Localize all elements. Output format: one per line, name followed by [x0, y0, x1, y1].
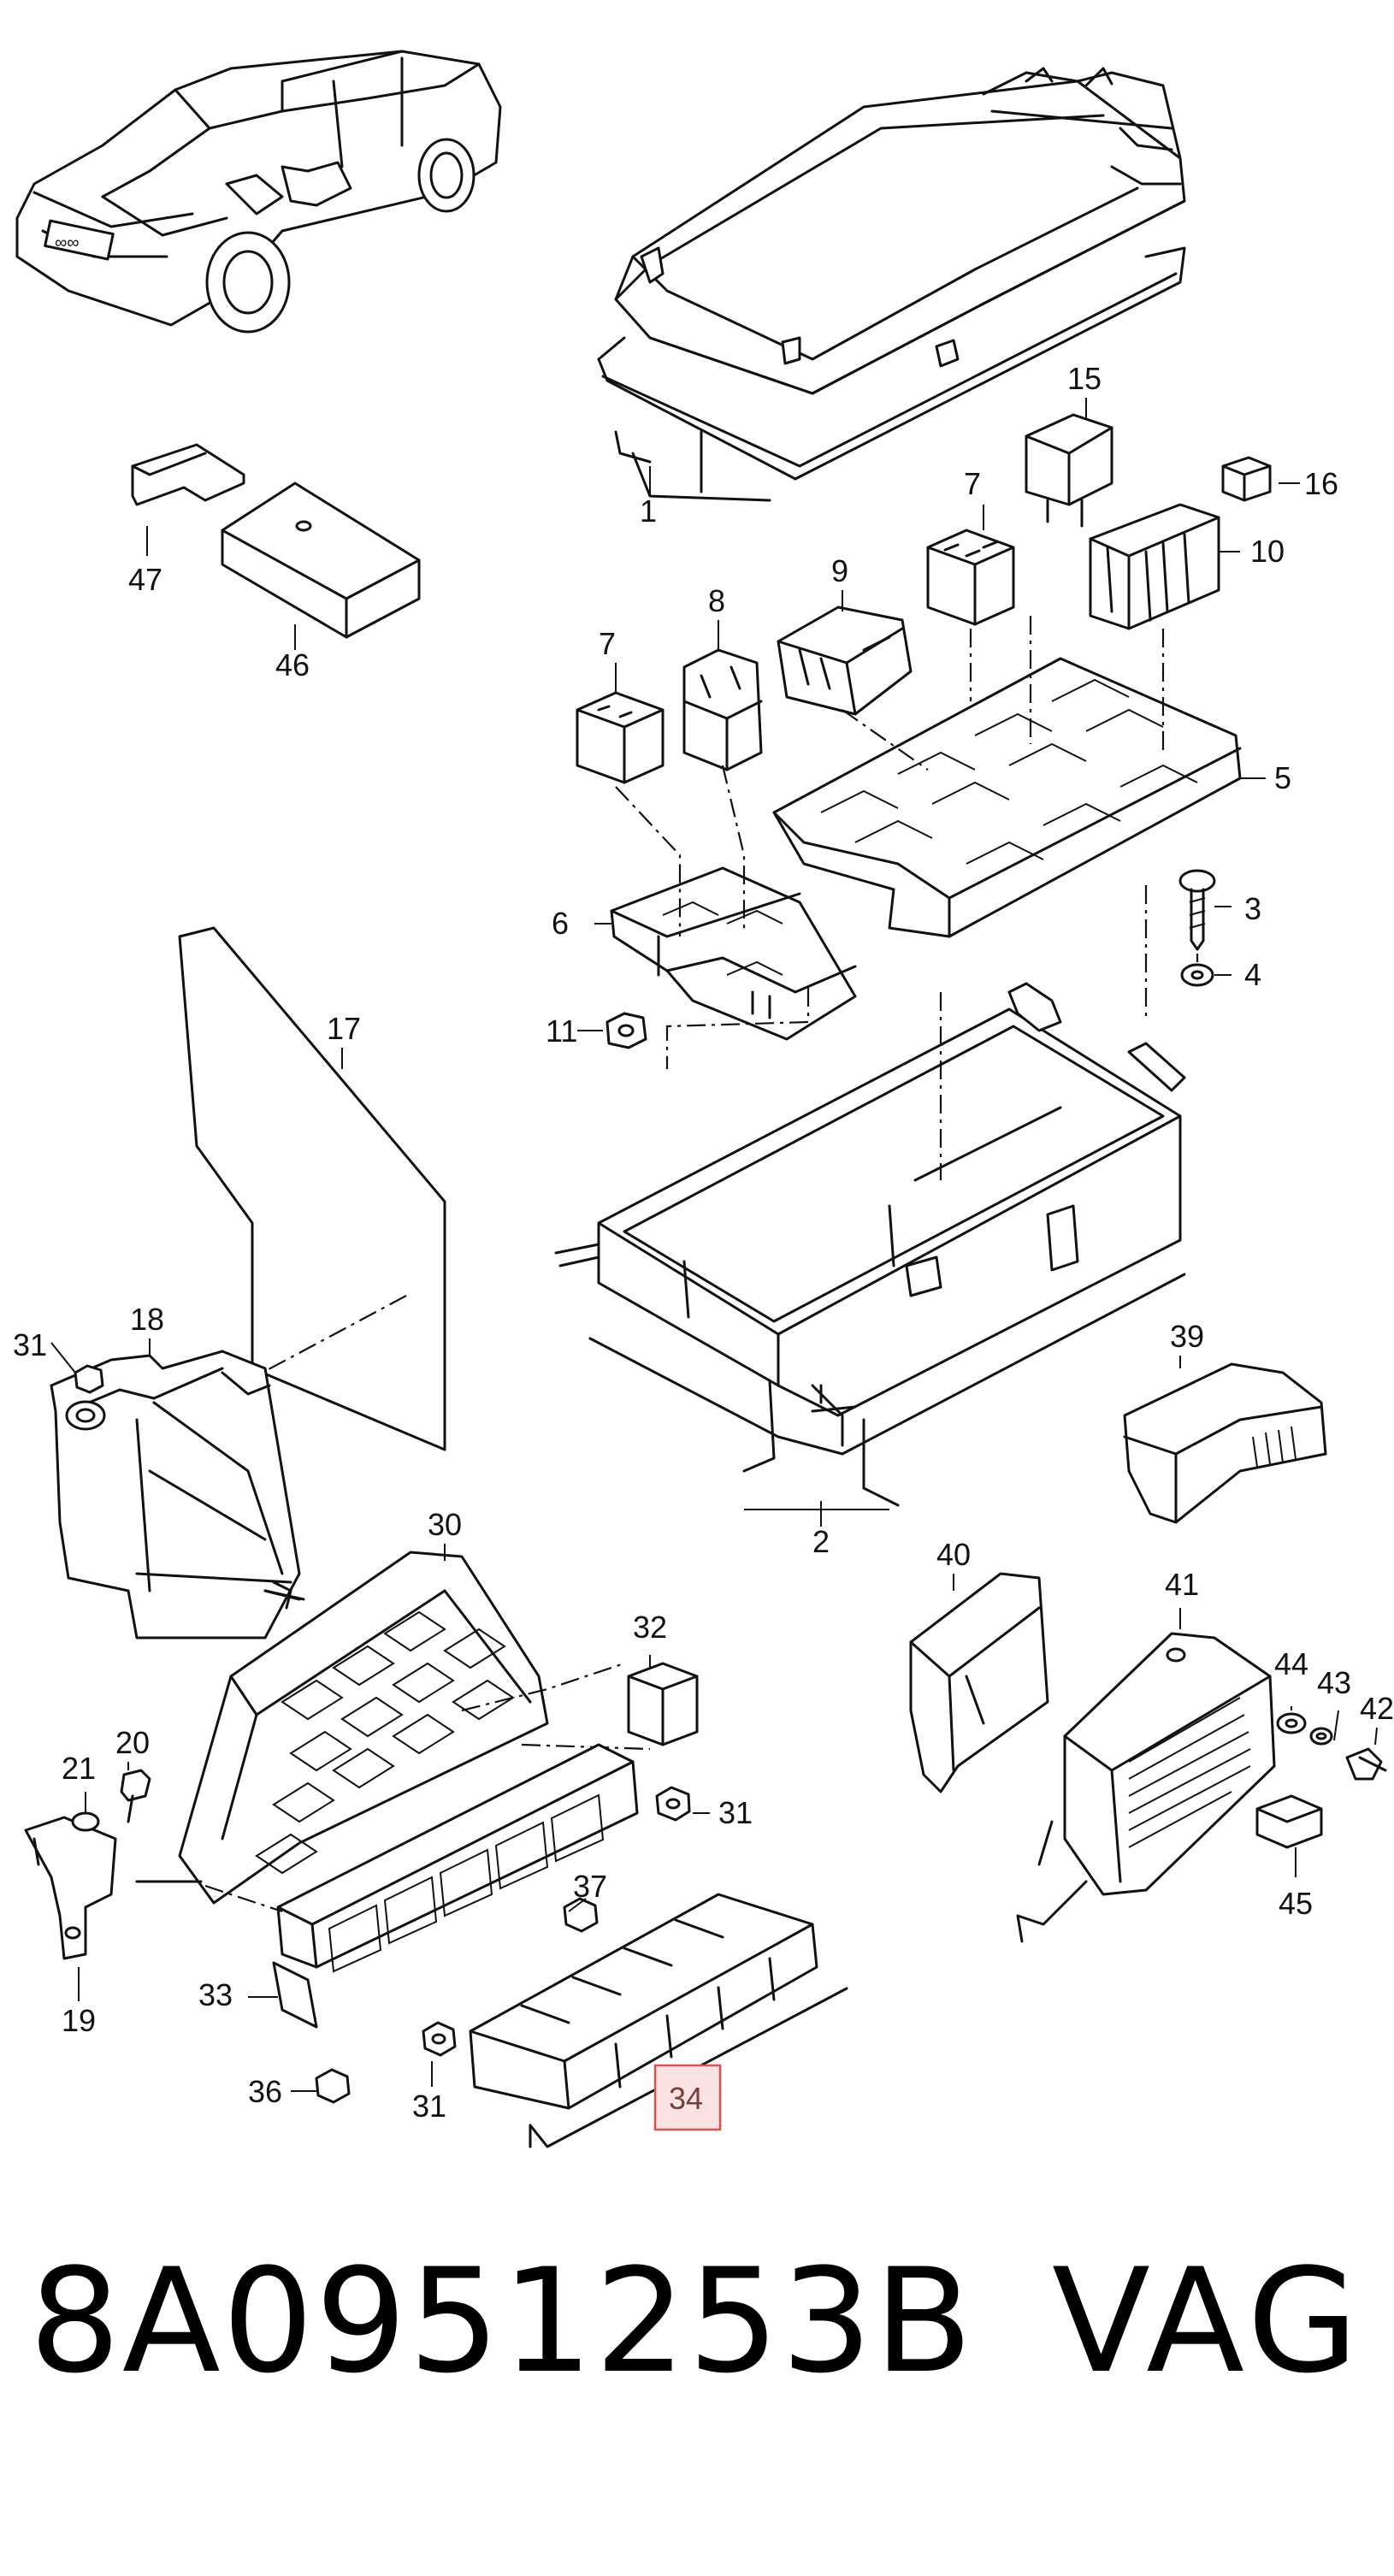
callout-17: 17 [327, 1011, 361, 1046]
callout-7-upper: 7 [964, 466, 981, 501]
callout-31-middle: 31 [718, 1795, 753, 1830]
cover-40 [909, 1572, 1049, 1793]
nut-36 [315, 2068, 351, 2104]
washer-44 [1276, 1712, 1307, 1734]
callout-3: 3 [1244, 891, 1261, 926]
callout-30: 30 [428, 1507, 462, 1542]
car-illustration: ∞∞ [15, 50, 502, 334]
relay-10 [1089, 503, 1220, 630]
nut-11 [605, 1012, 647, 1049]
relay-carrier-5 [772, 616, 1242, 938]
cover-41 [1016, 1632, 1276, 1943]
callout-46: 46 [275, 647, 310, 682]
callout-8: 8 [708, 583, 725, 618]
callout-18: 18 [130, 1302, 164, 1337]
callout-21: 21 [62, 1751, 96, 1786]
callout-42: 42 [1360, 1691, 1394, 1726]
nut-31-upper [74, 1364, 104, 1394]
clip-39 [1123, 1362, 1327, 1524]
relay-7-upper [926, 529, 1015, 626]
part-number-text: 8A0951253B [29, 2237, 975, 2405]
callout-47: 47 [128, 562, 162, 597]
clip-47 [131, 443, 245, 506]
holder-46 [221, 482, 421, 639]
callout-39: 39 [1170, 1319, 1204, 1354]
callout-15: 15 [1067, 361, 1102, 396]
clip-45 [1255, 1794, 1323, 1849]
screw-3 [1178, 869, 1216, 951]
callout-1: 1 [640, 493, 657, 529]
callout-6: 6 [552, 906, 569, 941]
bolt-18 [263, 1589, 305, 1601]
nut-31-lower [422, 2021, 457, 2057]
bracket-18 [50, 1350, 301, 1640]
callout-9: 9 [831, 553, 848, 588]
relay-8 [682, 648, 763, 771]
relay-16 [1221, 456, 1272, 502]
bracket-19 [24, 1816, 117, 1960]
callout-11: 11 [546, 1013, 577, 1049]
screw-20 [120, 1769, 151, 1823]
bolt-42 [1345, 1747, 1387, 1781]
callout-16: 16 [1304, 466, 1338, 501]
relay-row-34 [469, 1893, 848, 2148]
callout-labels: 1 2 3 4 5 6 7 7 8 9 10 11 15 16 17 18 19… [13, 361, 1394, 2131]
callout-32: 32 [633, 1610, 667, 1645]
washer-21 [71, 1811, 100, 1832]
relay-plate-30 [178, 1551, 651, 1905]
callout-33: 33 [198, 1977, 233, 2012]
relay-plate-33 [204, 1743, 639, 2029]
washer-4 [1180, 963, 1214, 987]
relay-32 [627, 1662, 699, 1746]
callout-31-upper: 31 [13, 1327, 47, 1362]
callout-2: 2 [812, 1524, 830, 1559]
washer-43 [1309, 1727, 1333, 1746]
callout-36: 36 [248, 2074, 282, 2109]
fuse-box-housing [554, 885, 1186, 1507]
relay-7-lower [576, 691, 665, 784]
brand-text: VAG [1052, 2237, 1364, 2405]
callout-34-highlight[interactable] [653, 2064, 722, 2131]
callout-40: 40 [936, 1537, 971, 1572]
callout-45: 45 [1279, 1886, 1313, 1921]
car-badge: ∞∞ [55, 233, 80, 252]
callout-19: 19 [62, 2003, 96, 2038]
callout-7-lower: 7 [599, 626, 616, 661]
relay-15 [1025, 413, 1113, 528]
leader-lines [50, 398, 1378, 2092]
callout-10: 10 [1250, 534, 1285, 569]
relay-9 [777, 606, 913, 716]
callout-4: 4 [1244, 957, 1261, 992]
callout-44: 44 [1274, 1646, 1308, 1681]
relay-carrier-6 [610, 765, 857, 1069]
callout-31-lower: 31 [412, 2089, 446, 2124]
callout-5: 5 [1274, 760, 1291, 795]
callout-43: 43 [1317, 1665, 1351, 1700]
nut-37 [563, 1897, 599, 1933]
callout-20: 20 [115, 1725, 150, 1760]
callout-37: 37 [573, 1869, 607, 1904]
nut-31-middle [655, 1786, 691, 1822]
fuse-box-lid [597, 67, 1186, 502]
callout-41: 41 [1165, 1567, 1199, 1602]
callout-34: 34 [669, 2081, 703, 2116]
